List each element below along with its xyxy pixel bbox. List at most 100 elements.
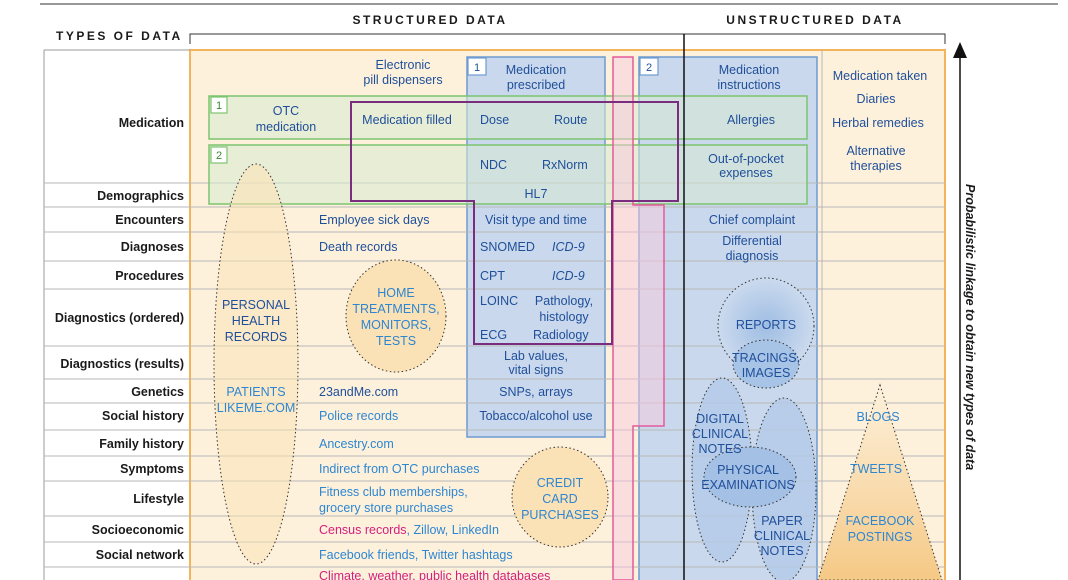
icd9-diagnoses: ICD-9	[552, 240, 585, 254]
herbal-remedies: Herbal remedies	[832, 116, 924, 130]
cpt: CPT	[480, 269, 505, 283]
zillow: Zillow	[414, 523, 447, 537]
plm-line2: LIKEME.COM	[217, 401, 296, 415]
med-prescribed-line1: Medication	[506, 63, 566, 77]
unstructured-data-header: UNSTRUCTURED DATA	[726, 13, 903, 27]
rxnorm: RxNorm	[542, 158, 588, 172]
otc-medication-line1: OTC	[273, 104, 299, 118]
pathology-line1: Pathology,	[535, 294, 593, 308]
blue-box-number-2: 2	[646, 62, 652, 74]
chief-complaint: Chief complaint	[709, 213, 796, 227]
paper-line3: NOTES	[760, 544, 803, 558]
route: Route	[554, 113, 587, 127]
row-label-demographics: Demographics	[97, 189, 184, 203]
row-label-diagnoses: Diagnoses	[121, 240, 184, 254]
home-line1: HOME	[377, 286, 415, 300]
ehr-structured-text: Medication prescribed Dose Route NDC RxN…	[479, 63, 593, 423]
oop-line2: expenses	[719, 166, 773, 180]
fitness-line1: Fitness club memberships,	[319, 485, 468, 499]
row-labels: Medication Demographics Encounters Diagn…	[55, 116, 184, 562]
phr-line3: RECORDS	[225, 330, 288, 344]
structured-data-header: STRUCTURED DATA	[352, 13, 507, 27]
lab-values-line2: vital signs	[509, 363, 564, 377]
tracings-line1: TRACINGS,	[732, 351, 800, 365]
indirect-otc: Indirect from OTC purchases	[319, 462, 479, 476]
row-label-socioeconomic: Socioeconomic	[92, 523, 184, 537]
home-line2: TREATMENTS,	[352, 302, 439, 316]
pharmacy-band	[208, 144, 808, 205]
facebook-line1: FACEBOOK	[846, 514, 915, 528]
credit-line3: PURCHASES	[521, 508, 599, 522]
credit-line2: CARD	[542, 492, 577, 506]
med-prescribed-line2: prescribed	[507, 78, 565, 92]
socioeconomic-sources: Census records, Zillow, LinkedIn	[319, 523, 499, 537]
differential-line2: diagnosis	[726, 249, 779, 263]
phr-oval	[213, 163, 299, 565]
death-records: Death records	[319, 240, 398, 254]
row-label-encounters: Encounters	[115, 213, 184, 227]
oop-line1: Out-of-pocket	[708, 152, 784, 166]
physical-exam-oval	[703, 446, 797, 508]
digital-line1: DIGITAL	[696, 412, 744, 426]
credit-card-oval	[511, 446, 609, 548]
med-instructions-line2: instructions	[717, 78, 780, 92]
social-media-triangle	[817, 383, 943, 580]
linkage-arrow-head	[953, 42, 967, 58]
medication-filled: Medication filled	[362, 113, 452, 127]
alternative-line1: Alternative	[846, 144, 905, 158]
differential-line1: Differential	[722, 234, 782, 248]
reports-label: REPORTS	[736, 318, 796, 332]
blogs: BLOGS	[856, 410, 899, 424]
physical-line2: EXAMINATIONS	[701, 478, 795, 492]
fitness-line2: grocery store purchases	[319, 501, 453, 515]
claims-outline	[350, 101, 679, 345]
linkage-arrow-label: Probabilistic linkage to obtain new type…	[963, 184, 977, 470]
phr-line2: HEALTH	[232, 314, 280, 328]
row-label-diagnostics-results: Diagnostics (results)	[60, 357, 184, 371]
med-instructions-line1: Medication	[719, 63, 779, 77]
phr-line1: PERSONAL	[222, 298, 290, 312]
lab-values-line1: Lab values,	[504, 349, 568, 363]
plm-line1: PATIENTS	[226, 385, 285, 399]
home-treatments-oval	[345, 259, 447, 373]
row-label-lifestyle: Lifestyle	[133, 492, 184, 506]
ndc: NDC	[480, 158, 507, 172]
paper-line1: PAPER	[761, 514, 802, 528]
linkedin: LinkedIn	[452, 523, 499, 537]
patient-generated-text: Medication taken Diaries Herbal remedies…	[832, 69, 927, 544]
home-line4: TESTS	[376, 334, 416, 348]
paper-line2: CLINICAL	[754, 529, 810, 543]
alternative-line2: therapies	[850, 159, 901, 173]
row-label-social-network: Social network	[96, 548, 184, 562]
visit-type: Visit type and time	[485, 213, 587, 227]
row-label-family-history: Family history	[99, 437, 184, 451]
medication-taken: Medication taken	[833, 69, 928, 83]
row-label-procedures: Procedures	[115, 269, 184, 283]
row-label-medication: Medication	[119, 116, 184, 130]
snps-arrays: SNPs, arrays	[499, 385, 573, 399]
pink-linkage-band	[612, 56, 665, 580]
pill-dispensers-line2: pill dispensers	[363, 73, 442, 87]
row-label-genetics: Genetics	[131, 385, 184, 399]
radiology: Radiology	[533, 328, 589, 342]
oval-labels: PERSONAL HEALTH RECORDS PATIENTS LIKEME.…	[217, 286, 599, 522]
pathology-line2: histology	[539, 310, 589, 324]
structured-external-sources: Electronic pill dispensers OTC medicatio…	[256, 58, 551, 580]
diaries: Diaries	[857, 92, 896, 106]
climate-databases: Climate, weather, public health database…	[319, 569, 550, 580]
green-box-number-1: 1	[216, 100, 222, 112]
types-of-data-header: TYPES OF DATA	[56, 29, 183, 43]
ecg: ECG	[480, 328, 507, 342]
digital-line3: NOTES	[698, 442, 741, 456]
tobacco-alcohol: Tobacco/alcohol use	[479, 409, 592, 423]
home-line3: MONITORS,	[361, 318, 432, 332]
ehr-unstructured-text: Medication instructions Allergies Out-of…	[692, 63, 810, 558]
otc-medication-line2: medication	[256, 120, 316, 134]
snomed: SNOMED	[480, 240, 535, 254]
hl7: HL7	[525, 187, 548, 201]
loinc: LOINC	[480, 294, 518, 308]
icd9-procedures: ICD-9	[552, 269, 585, 283]
tweets: TWEETS	[850, 462, 902, 476]
digital-line2: CLINICAL	[692, 427, 748, 441]
